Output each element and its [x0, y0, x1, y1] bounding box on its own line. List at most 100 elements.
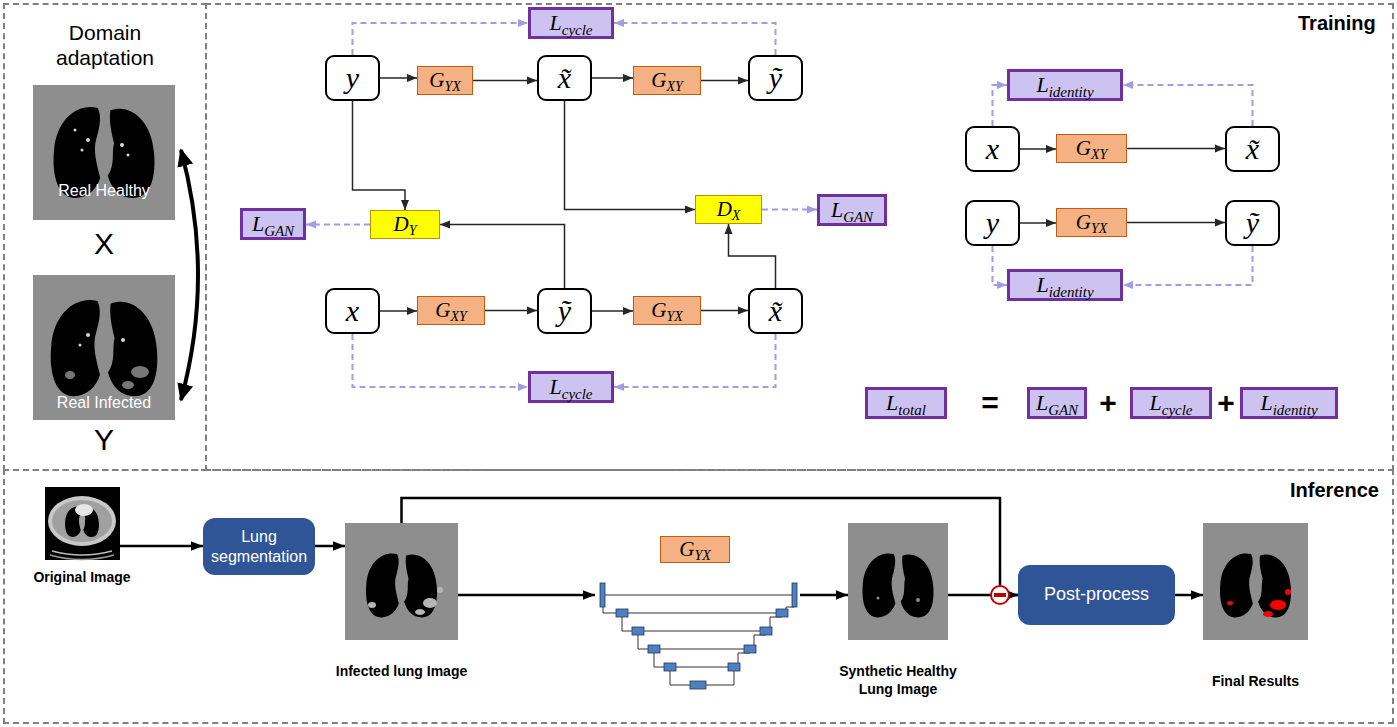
drawing-rect: [792, 583, 797, 607]
infected-lung-image: [345, 523, 458, 640]
drawing-rect: [690, 681, 706, 689]
image-caption: Synthetic Healthy Lung Image: [823, 663, 973, 698]
arrow-connector: [315, 545, 345, 548]
image-node: Original Image: [27, 487, 137, 597]
formula: x̃: [769, 296, 782, 326]
subscript: Y: [409, 223, 417, 238]
arrow-connector: [473, 80, 537, 82]
drawing-ellipse: [52, 500, 112, 542]
symbol: L: [252, 211, 264, 236]
subscript: XY: [1091, 147, 1107, 162]
drawing-ellipse: [1285, 589, 1291, 595]
formula: Lcycle: [549, 12, 592, 34]
variable-name: x̃: [558, 61, 571, 94]
generator-box: GXY: [1056, 134, 1127, 163]
process-box: Lung segmentation: [203, 518, 315, 575]
subscript: cycle: [562, 386, 593, 402]
formula: Lcycle: [1149, 392, 1192, 414]
drawing-ellipse: [1263, 611, 1273, 617]
formula: GYX: [1076, 212, 1108, 233]
loss-box: LGAN: [1027, 387, 1087, 419]
symbol: L: [1260, 390, 1272, 415]
formula: Lidentity: [1036, 274, 1093, 296]
variable-name: x: [346, 294, 359, 327]
variable-box: x: [965, 126, 1020, 172]
drawing-circle: [877, 597, 880, 600]
symbol: L: [1036, 72, 1048, 97]
arrow-connector: [592, 77, 633, 79]
symbol: G: [651, 68, 666, 92]
formula: x̃: [1246, 134, 1259, 164]
variable-box: y: [965, 200, 1020, 246]
subscript: YX: [1091, 221, 1107, 236]
loss-connector: [993, 85, 1008, 126]
generator-box: GXY: [633, 66, 701, 95]
unet-illustration: [603, 595, 794, 685]
drawing-g: [368, 587, 443, 615]
generator-box: GYX: [417, 66, 473, 95]
drawing-g: [65, 366, 149, 389]
arrow-connector: [592, 310, 633, 312]
loss-box: LGAN: [240, 208, 306, 240]
symbol: L: [831, 197, 843, 222]
subtract-symbol: [991, 586, 1009, 604]
arrow-connector: [458, 594, 595, 597]
arrow-connector: [1127, 148, 1225, 150]
loss-box: Lcycle: [1130, 387, 1212, 419]
subscript: cycle: [1162, 402, 1193, 418]
drawing-circle: [121, 338, 125, 342]
formula: x: [986, 134, 999, 164]
formula: Lidentity: [1036, 74, 1093, 96]
drawing-use: [65, 506, 99, 537]
arrow-connector: [800, 594, 848, 597]
panel: Inference Original Image Lung segmentation…: [3, 469, 1394, 724]
variable-box: x̃: [1225, 126, 1280, 172]
formula: GXY: [1076, 138, 1108, 159]
symbol: G: [1076, 136, 1091, 160]
drawing-circle: [991, 586, 1009, 604]
variable-box: ỹ: [537, 288, 592, 334]
healthy-ct-image: [33, 85, 175, 220]
formula: LGAN: [1036, 392, 1078, 414]
arrow-connector: [380, 77, 417, 79]
variable-name: y: [346, 61, 359, 94]
subscript: XY: [450, 309, 466, 324]
drawing-ellipse: [1270, 600, 1286, 610]
image-node: Infected lung Image: [345, 523, 458, 703]
arrow-connector: [181, 150, 198, 400]
panel-heading: Inference: [1290, 478, 1390, 502]
image-node: Real InfectedY: [33, 275, 175, 462]
variable-box: ỹ: [748, 55, 803, 101]
arrow-connector: [1020, 222, 1056, 224]
formula: LGAN: [831, 199, 873, 221]
arrow-connector: [1020, 148, 1056, 150]
drawing-path: [52, 551, 112, 555]
drawing-ellipse: [75, 504, 93, 516]
image-caption: Final Results: [1188, 673, 1323, 691]
arrow-connector: [402, 498, 1019, 595]
variable-box: x̃: [748, 288, 803, 334]
operator-sign: +: [1099, 388, 1117, 418]
drawing-circle: [86, 138, 90, 142]
image-node: Real HealthyX: [33, 85, 175, 262]
variable-name: ỹ: [558, 294, 571, 327]
formula: GYX: [679, 539, 711, 560]
drawing-circle: [86, 333, 90, 337]
panel-heading: Training: [1298, 11, 1393, 35]
formula: DX: [717, 199, 741, 220]
drawing-circle: [120, 143, 124, 147]
drawing-use: [862, 553, 933, 617]
result-lung-image: [1203, 523, 1308, 640]
subscript: cycle: [562, 22, 593, 38]
process-label: Lung segmentation: [211, 528, 307, 564]
discriminator-box: DX: [695, 195, 762, 224]
drawing-path: [605, 595, 792, 667]
subscript: total: [898, 402, 926, 418]
symbol: G: [435, 298, 450, 322]
arrow-connector: [701, 310, 748, 312]
loss-box: Lcycle: [528, 371, 614, 403]
formula: Lcycle: [549, 376, 592, 398]
arrow-connector: [440, 225, 565, 289]
generator-box: GXY: [417, 296, 485, 325]
